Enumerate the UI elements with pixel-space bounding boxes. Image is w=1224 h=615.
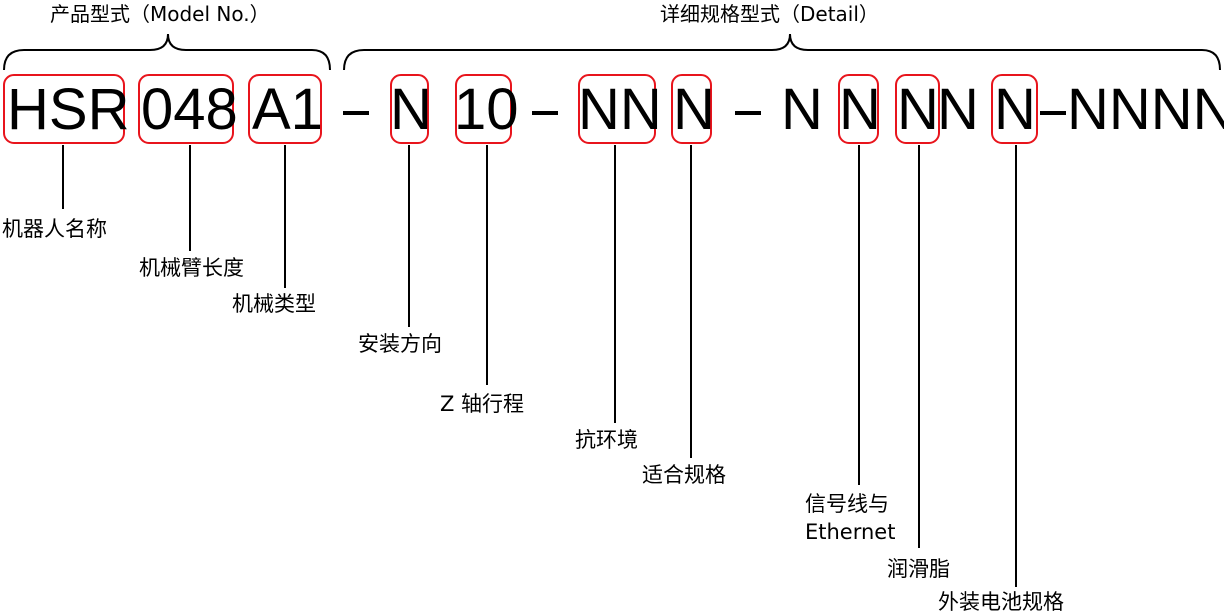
box-robot-name bbox=[3, 74, 125, 144]
detail-brace bbox=[343, 33, 1221, 71]
label-robot-name: 机器人名称 bbox=[2, 217, 107, 241]
label-grease: 润滑脂 bbox=[887, 557, 950, 581]
box-z-stroke bbox=[455, 74, 512, 144]
code-dash-1 bbox=[343, 111, 369, 115]
leader-z-stroke bbox=[486, 145, 488, 385]
code-arm-length: 048 bbox=[141, 77, 238, 142]
label-signal-line-ethernet: Ethernet bbox=[805, 520, 896, 544]
box-compliance bbox=[671, 74, 712, 144]
leader-compliance bbox=[690, 145, 692, 458]
label-arm-type: 机械类型 bbox=[232, 292, 316, 316]
label-environment: 抗环境 bbox=[575, 428, 638, 452]
box-grease bbox=[895, 74, 940, 144]
leader-environment bbox=[614, 145, 616, 423]
leader-grease bbox=[918, 145, 920, 548]
box-signal-line bbox=[838, 74, 879, 144]
label-z-stroke: Z 轴行程 bbox=[440, 392, 525, 416]
code-n-plain-1: N bbox=[781, 77, 823, 142]
code-dash-4 bbox=[1040, 111, 1066, 115]
group-braces bbox=[3, 33, 1221, 71]
code-mount-direction: N bbox=[390, 77, 432, 142]
code-arm-type: A1 bbox=[252, 77, 323, 142]
leader-signal-line bbox=[858, 145, 860, 485]
code-n-plain-2: N bbox=[937, 77, 979, 142]
label-arm-length: 机械臂长度 bbox=[139, 256, 244, 280]
box-battery bbox=[991, 74, 1038, 144]
code-grease: N bbox=[897, 77, 939, 142]
code-dash-3 bbox=[735, 111, 761, 115]
code-environment: NN bbox=[578, 77, 662, 142]
leader-arm-type bbox=[284, 145, 286, 288]
leader-battery bbox=[1015, 145, 1017, 587]
leader-robot-name bbox=[62, 145, 64, 209]
label-mount-direction: 安装方向 bbox=[358, 332, 442, 356]
box-arm-length bbox=[138, 74, 234, 144]
code-dash-2 bbox=[532, 111, 558, 115]
box-environment bbox=[578, 74, 656, 144]
box-arm-type bbox=[248, 74, 322, 144]
code-compliance: N bbox=[673, 77, 715, 142]
model-brace bbox=[3, 33, 331, 71]
label-compliance: 适合规格 bbox=[642, 463, 726, 487]
code-z-stroke: 10 bbox=[454, 77, 519, 142]
leader-arm-length bbox=[189, 145, 191, 251]
leader-mount-direction bbox=[408, 145, 410, 327]
code-robot-name: HSR bbox=[7, 77, 130, 142]
label-signal-line: 信号线与 bbox=[805, 492, 889, 516]
code-trailing: NNNN bbox=[1067, 77, 1224, 142]
code-signal-line: N bbox=[839, 77, 881, 142]
detail-group-title: 详细规格型式（Detail） bbox=[660, 2, 879, 26]
code-battery: N bbox=[994, 77, 1036, 142]
label-battery: 外装电池规格 bbox=[938, 590, 1064, 614]
box-mount-direction bbox=[390, 74, 429, 144]
model-group-title: 产品型式（Model No.） bbox=[50, 2, 270, 26]
